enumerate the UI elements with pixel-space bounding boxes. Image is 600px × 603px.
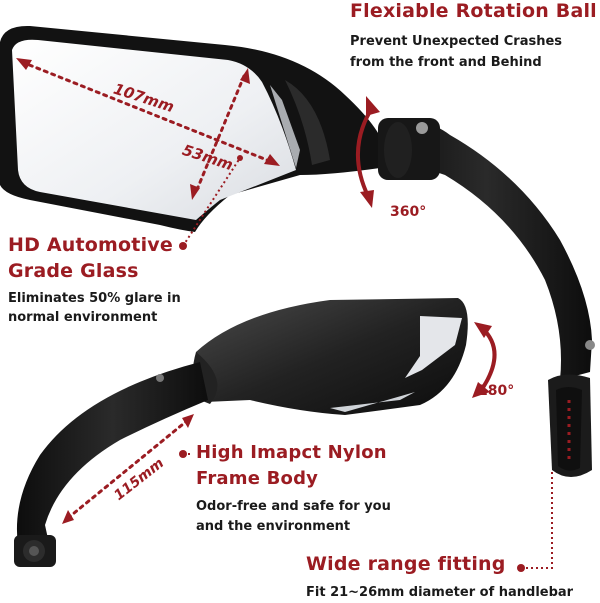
- lower-mirror: [192, 298, 468, 415]
- upper-mirror: [0, 25, 382, 233]
- rotation-360-label: 360°: [390, 204, 427, 220]
- body-title-line1: High Imapct Nylon: [196, 442, 387, 463]
- ball-joint-arm: [378, 118, 595, 477]
- glass-desc-line1: Eliminates 50% glare in: [8, 291, 181, 306]
- rotation-180-label: 180°: [478, 383, 515, 399]
- rotation-title: Flexiable Rotation Ball: [350, 0, 597, 22]
- glass-title-line2: Grade Glass: [8, 260, 139, 282]
- rotation-desc-line2: from the front and Behind: [350, 55, 542, 70]
- rotation-180-arrow-icon: [472, 322, 497, 398]
- glass-title-line1: HD Automotive: [8, 234, 173, 256]
- callout-lines: [179, 155, 553, 572]
- rotation-desc-line1: Prevent Unexpected Crashes: [350, 34, 563, 49]
- body-desc-line2: and the environment: [196, 519, 351, 534]
- fitting-desc-line1: Fit 21~26mm diameter of handlebar: [306, 585, 574, 600]
- body-desc-line1: Odor-free and safe for you: [196, 499, 391, 514]
- rotation-360-arrow-icon: [356, 96, 380, 208]
- fitting-title: Wide range fitting: [306, 553, 506, 575]
- lower-arm: [14, 362, 208, 567]
- dim-arm-label: 115mm: [111, 455, 167, 504]
- glass-desc-line2: normal environment: [8, 310, 158, 325]
- body-title-line2: Frame Body: [196, 468, 319, 489]
